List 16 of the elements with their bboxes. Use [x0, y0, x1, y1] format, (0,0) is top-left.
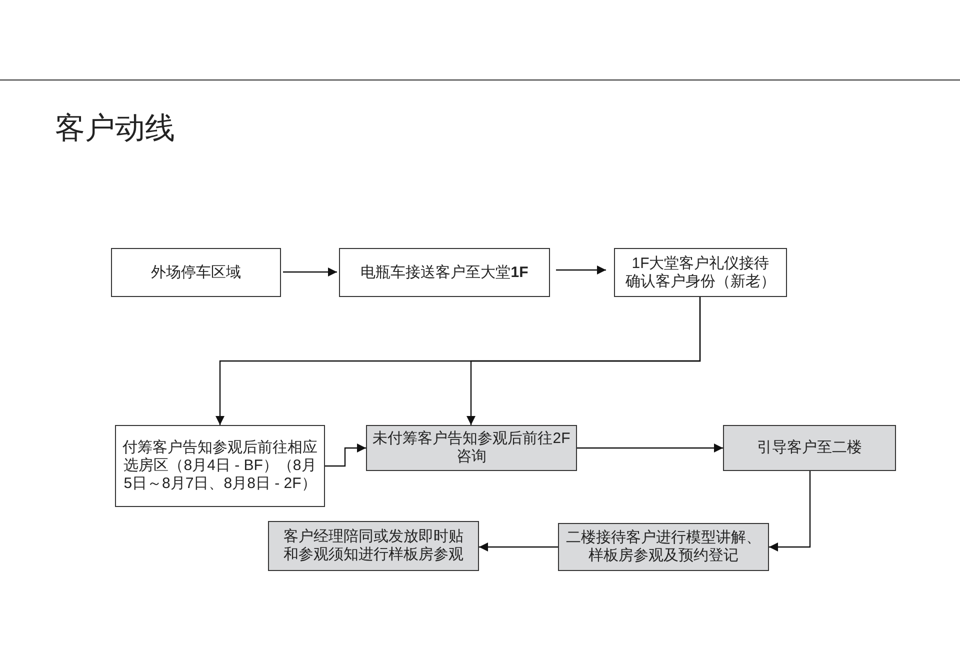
process-box: 客户经理陪同或发放即时贴和参观须知进行样板房参观	[268, 521, 479, 571]
arrow	[577, 444, 723, 452]
process-box: 引导客户至二楼	[723, 425, 896, 471]
arrow	[479, 542, 558, 552]
arrow	[556, 266, 606, 274]
process-box: 电瓶车接送客户至大堂1F	[339, 248, 550, 297]
process-box: 二楼接待客户进行模型讲解、样板房参观及预约登记	[558, 523, 769, 571]
arrow	[283, 268, 337, 276]
arrow	[466, 297, 701, 425]
arrow	[325, 444, 366, 467]
process-box: 1F大堂客户礼仪接待确认客户身份（新老）	[614, 248, 787, 297]
process-box: 未付筹客户告知参观后前往2F咨询	[366, 425, 577, 471]
process-box: 外场停车区域	[111, 248, 281, 297]
process-box: 付筹客户告知参观后前往相应选房区（8月4日 - BF）（8月5日～8月7日、8月8日 - 2F）	[115, 425, 325, 507]
arrow	[769, 471, 811, 552]
page-title: 客户动线	[55, 111, 175, 147]
